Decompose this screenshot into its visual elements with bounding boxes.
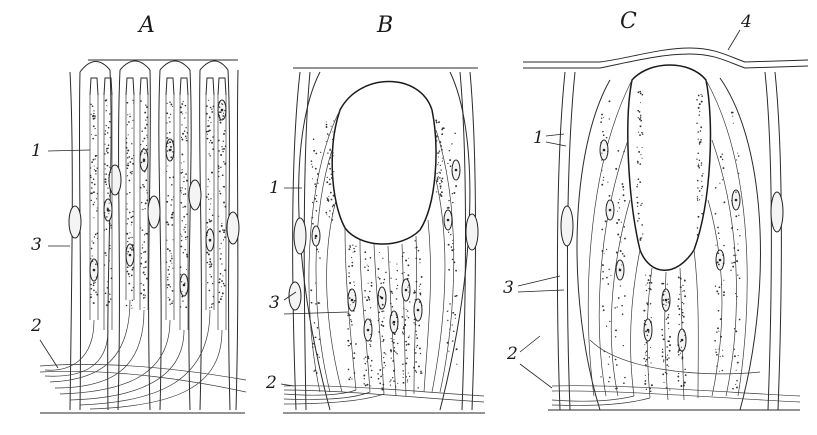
panel-b: B: [265, 13, 485, 413]
panel-letter-b: B: [376, 13, 393, 38]
leader-4-c: [728, 30, 740, 50]
panel-a: A: [30, 13, 246, 413]
label-2-a: 2: [30, 316, 42, 336]
label-1-c: 1: [533, 128, 544, 148]
panel-letter-a: A: [137, 13, 155, 38]
leader-3-c: [518, 276, 560, 286]
panel-c: C 4: [503, 9, 808, 410]
leader-2-a: [40, 340, 58, 368]
taste-pore: [332, 82, 436, 245]
label-2-b: 2: [265, 373, 277, 393]
label-3-a: 3: [31, 235, 42, 255]
leader-1-a: [48, 150, 90, 151]
label-3-c: 3: [503, 278, 514, 298]
label-2-c: 2: [506, 344, 518, 364]
leader-2-c: [520, 336, 540, 352]
leader-1-c: [546, 134, 564, 136]
label-3-b: 3: [269, 293, 280, 313]
receptor-cells: [309, 110, 460, 396]
nerve-fibres: [284, 386, 484, 404]
label-1-a: 1: [31, 141, 42, 161]
label-1-b: 1: [269, 178, 280, 198]
panel-letter-c: C: [620, 9, 637, 34]
surface-line: [523, 48, 808, 62]
receptor-cells: [588, 80, 747, 400]
label-4-c: 4: [740, 12, 752, 32]
